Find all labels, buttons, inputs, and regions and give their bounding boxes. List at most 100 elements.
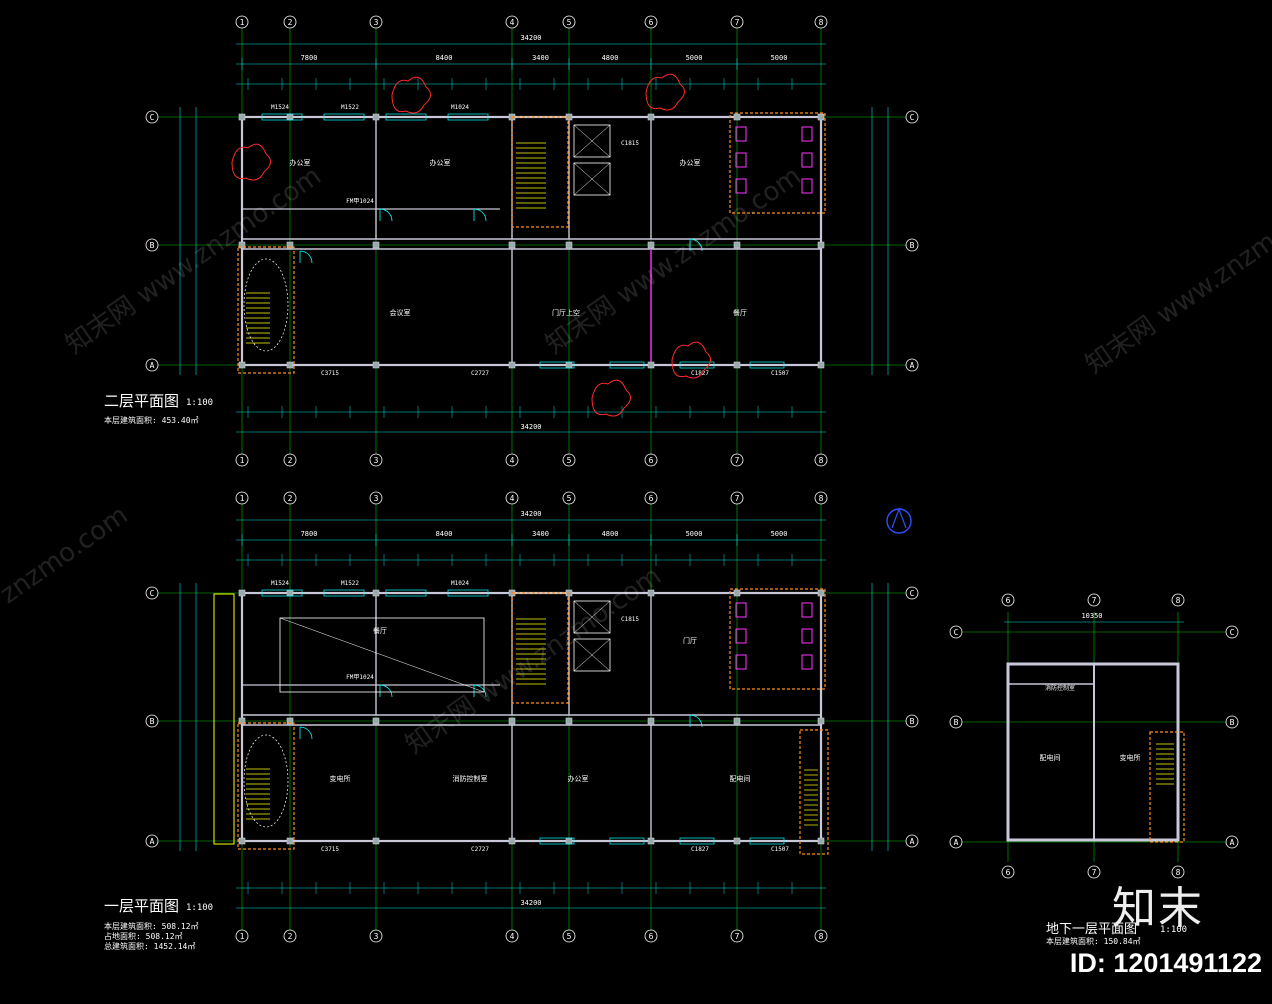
axis-bubble-left-circle bbox=[949, 625, 963, 639]
door-tag: C1507 bbox=[771, 370, 789, 377]
axis-bubble-bottom-circle bbox=[283, 929, 297, 943]
area-line: 占地面积: 508.12㎡ bbox=[104, 932, 183, 941]
axis-bubble-top-circle bbox=[235, 491, 249, 505]
axis-bubble-top-circle bbox=[730, 15, 744, 29]
axis-bubble-top-label: 5 bbox=[567, 18, 572, 27]
courtyard-void bbox=[279, 617, 485, 693]
column bbox=[817, 589, 825, 597]
door-tag: M1522 bbox=[341, 104, 359, 111]
room-label: 餐厅 bbox=[733, 308, 747, 317]
tree-symbol bbox=[231, 143, 271, 181]
axis-bubble-top-circle bbox=[1171, 593, 1185, 607]
room-label: 会议室 bbox=[390, 308, 411, 317]
column bbox=[238, 241, 246, 249]
elevator-cross bbox=[573, 638, 611, 672]
axis-bubble-top-circle bbox=[730, 491, 744, 505]
tree-symbol bbox=[391, 76, 431, 114]
axis-bubble-right-label: C bbox=[910, 113, 915, 122]
room-label: 门厅上空 bbox=[552, 308, 580, 317]
exterior-wall bbox=[240, 591, 823, 843]
stair-well bbox=[243, 734, 289, 828]
axis-bubble-bottom-circle bbox=[235, 453, 249, 467]
axis-bubble-top-label: 5 bbox=[567, 494, 572, 503]
window bbox=[539, 837, 575, 845]
window bbox=[539, 361, 575, 369]
column bbox=[733, 837, 741, 845]
room-label: 变电所 bbox=[1120, 753, 1141, 762]
elevator-shaft bbox=[573, 638, 611, 672]
axis-bubble-right-circle bbox=[905, 834, 919, 848]
elevator-shaft bbox=[573, 124, 611, 158]
column bbox=[565, 589, 573, 597]
axis-bubble-bottom-circle bbox=[730, 929, 744, 943]
axis-bubble-bottom-circle bbox=[730, 453, 744, 467]
axis-bubble-left-circle bbox=[145, 714, 159, 728]
toilet-fixture bbox=[801, 602, 813, 618]
door-tag: C3715 bbox=[321, 846, 339, 853]
toilet-fixture bbox=[801, 178, 813, 194]
axis-bubble-right-circle bbox=[1225, 715, 1239, 729]
toilet-fixture bbox=[735, 602, 747, 618]
door-swing bbox=[473, 208, 487, 222]
axis-bubble-left-label: C bbox=[954, 628, 959, 637]
column bbox=[733, 361, 741, 369]
area-line: 总建筑面积: 1452.14㎡ bbox=[104, 942, 196, 951]
axis-bubble-bottom-circle bbox=[505, 453, 519, 467]
area-line: 本层建筑面积: 508.12㎡ bbox=[104, 922, 199, 931]
column bbox=[565, 241, 573, 249]
door-tag: C3715 bbox=[321, 370, 339, 377]
toilet-fixture bbox=[801, 628, 813, 644]
axis-bubble-top-circle bbox=[1001, 593, 1015, 607]
door-tag: C1827 bbox=[691, 370, 709, 377]
column bbox=[372, 589, 380, 597]
window bbox=[679, 837, 715, 845]
axis-bubble-left-circle bbox=[145, 358, 159, 372]
axis-bubble-top-label: 7 bbox=[735, 18, 740, 27]
stair-well bbox=[243, 258, 289, 352]
axis-bubble-top-label: 7 bbox=[1092, 596, 1097, 605]
axis-bubble-bottom-circle bbox=[644, 929, 658, 943]
axis-bubble-bottom-label: 6 bbox=[1006, 868, 1011, 877]
axis-bubble-top-circle bbox=[644, 491, 658, 505]
axis-bubble-right-label: C bbox=[1230, 628, 1235, 637]
axis-bubble-left-label: B bbox=[954, 718, 959, 727]
axis-bubble-right-circle bbox=[905, 238, 919, 252]
north-arrow-pointer bbox=[891, 507, 907, 529]
axis-bubble-top-label: 8 bbox=[1176, 596, 1181, 605]
axis-bubble-bottom-label: 4 bbox=[510, 932, 515, 941]
elevator-cross bbox=[573, 162, 611, 196]
window bbox=[609, 837, 645, 845]
axis-bubble-top-circle bbox=[814, 15, 828, 29]
north-arrow bbox=[886, 508, 912, 534]
column bbox=[238, 717, 246, 725]
tree-symbol bbox=[671, 341, 711, 379]
axis-bubble-top-circle bbox=[505, 15, 519, 29]
plan-area-basement: 本层建筑面积: 150.84㎡ bbox=[1046, 937, 1141, 947]
column bbox=[647, 241, 655, 249]
room-label: 配电间 bbox=[730, 774, 751, 783]
dimension-segment: 8400 bbox=[436, 530, 453, 538]
axis-bubble-bottom-circle bbox=[814, 929, 828, 943]
window bbox=[749, 837, 785, 845]
axis-bubble-bottom-circle bbox=[369, 453, 383, 467]
axis-bubble-bottom-circle bbox=[644, 453, 658, 467]
axis-bubble-left-label: A bbox=[954, 838, 959, 847]
room-label: 办公室 bbox=[680, 158, 701, 167]
axis-bubble-bottom-label: 6 bbox=[649, 456, 654, 465]
axis-bubble-bottom-circle bbox=[1001, 865, 1015, 879]
column bbox=[817, 241, 825, 249]
room-label: 消防控制室 bbox=[1045, 684, 1075, 692]
stair-core-outline bbox=[1149, 731, 1185, 843]
axis-bubble-bottom-circle bbox=[1171, 865, 1185, 879]
axis-bubble-top-label: 2 bbox=[288, 494, 293, 503]
column bbox=[286, 113, 294, 121]
plan-title-second-floor: 二层平面图 bbox=[104, 392, 180, 410]
axis-bubble-bottom-label: 7 bbox=[735, 932, 740, 941]
elevator-cross bbox=[573, 600, 611, 634]
axis-bubble-left-circle bbox=[145, 238, 159, 252]
dimension-segment: 8400 bbox=[436, 54, 453, 62]
elevator-shaft bbox=[573, 600, 611, 634]
axis-bubble-top-label: 1 bbox=[240, 494, 245, 503]
door-tag: C1827 bbox=[691, 846, 709, 853]
column bbox=[238, 837, 246, 845]
